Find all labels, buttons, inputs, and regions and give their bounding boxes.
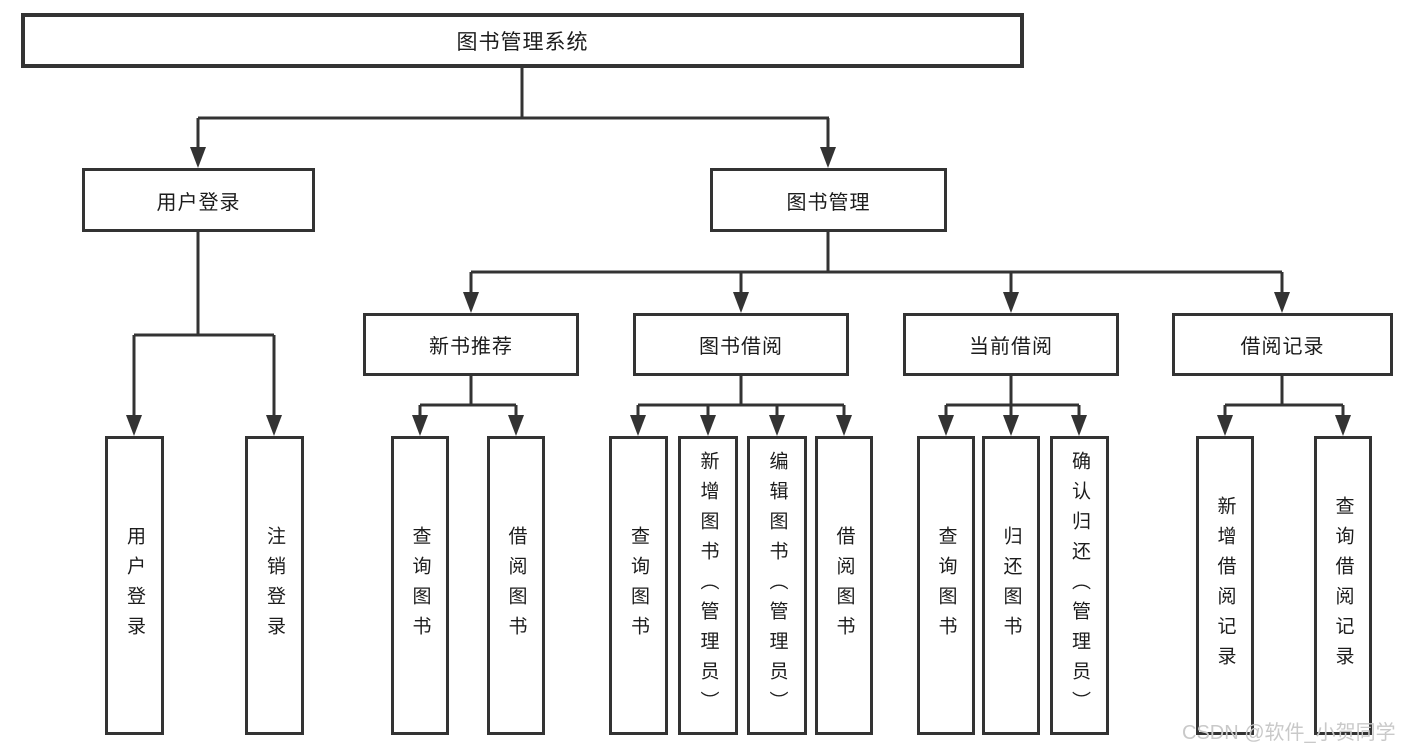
csdn-watermark: CSDN @软件_小贺同学 [1182,722,1396,744]
node-borrow-records: 借阅记录 [1172,313,1393,376]
leaf-logout: 注销登录 [245,436,304,735]
node-label: 新增图书（管理员） [697,450,719,721]
leaf-query-books-borrow: 查询图书 [609,436,668,735]
node-label: 图书管理 [786,191,871,214]
node-label: 用户登录 [124,525,145,646]
leaf-add-borrow-record: 新增借阅记录 [1196,436,1254,735]
leaf-query-borrow-record: 查询借阅记录 [1314,436,1372,735]
node-label: 确认归还（管理员） [1069,450,1090,721]
node-label: 注销登录 [264,525,285,646]
node-book-borrow: 图书借阅 [633,313,849,376]
node-label: 查询借阅记录 [1332,495,1354,676]
node-label: 新增借阅记录 [1214,495,1236,676]
node-label: 图书管理系统 [456,30,589,54]
node-label: 借阅记录 [1240,336,1325,358]
node-label: 当前借阅 [969,336,1053,358]
node-label: 图书借阅 [699,336,783,358]
node-label: 借阅图书 [505,525,527,646]
node-user-login: 用户登录 [82,168,315,232]
leaf-query-books-current: 查询图书 [917,436,975,735]
leaf-edit-book-admin: 编辑图书（管理员） [747,436,807,735]
node-library-management-system: 图书管理系统 [21,13,1024,68]
node-new-book-recommend: 新书推荐 [363,313,579,376]
leaf-add-book-admin: 新增图书（管理员） [678,436,738,735]
node-label: 用户登录 [156,191,241,214]
leaf-user-login: 用户登录 [105,436,164,735]
leaf-query-books-recommend: 查询图书 [391,436,449,735]
leaf-borrow-books: 借阅图书 [815,436,873,735]
node-label: 查询图书 [628,525,649,646]
leaf-borrow-books-recommend: 借阅图书 [487,436,545,735]
node-label: 查询图书 [409,525,431,646]
node-label: 编辑图书（管理员） [766,450,788,721]
node-label: 新书推荐 [429,336,513,358]
node-label: 借阅图书 [833,525,855,646]
leaf-return-book: 归还图书 [982,436,1040,735]
node-book-management: 图书管理 [710,168,947,232]
node-current-borrow: 当前借阅 [903,313,1119,376]
node-label: 归还图书 [1000,525,1022,646]
leaf-confirm-return-admin: 确认归还（管理员） [1050,436,1109,735]
node-label: 查询图书 [935,525,957,646]
